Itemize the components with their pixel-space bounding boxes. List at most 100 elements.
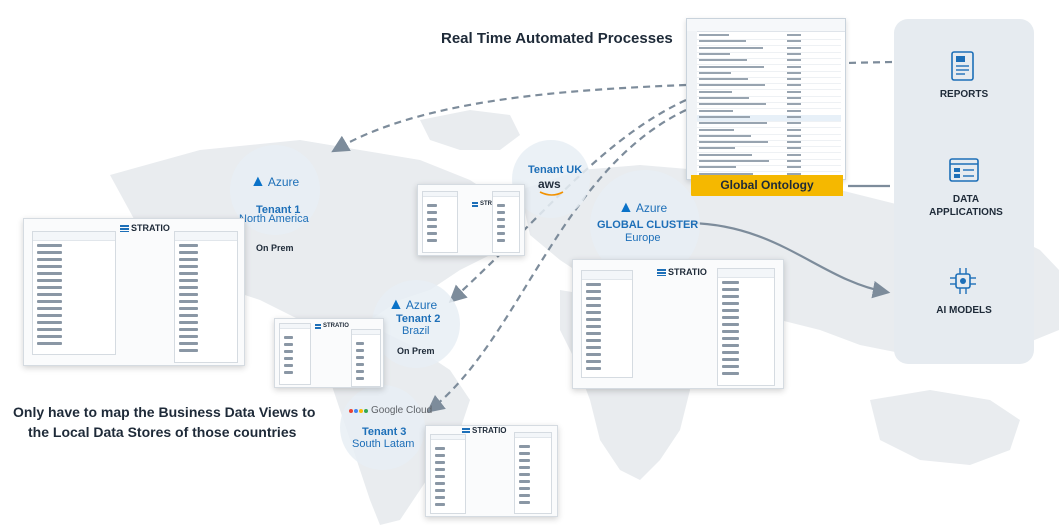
ontology-row-type-placeholder (787, 128, 801, 131)
ai-models-label: AI MODELS (936, 305, 992, 316)
ontology-row (697, 159, 841, 166)
tenant3-provider: Google Cloud (349, 405, 432, 416)
ontology-row-label-placeholder (699, 34, 729, 36)
ontology-row-type-placeholder (787, 97, 801, 99)
global-provider: ▲Azure (618, 199, 668, 216)
tenant3-title: Tenant 3 (362, 426, 407, 438)
ontology-row (697, 128, 841, 135)
mapping-cell (284, 364, 293, 367)
ontology-row-label-placeholder (699, 153, 752, 156)
ontology-row-type-placeholder (787, 166, 801, 169)
google-cloud-icon (349, 408, 368, 413)
ontology-row-type-placeholder (787, 40, 801, 43)
ontology-row (697, 71, 841, 78)
ontology-row (697, 90, 841, 97)
mapping-cell (722, 365, 739, 368)
ontology-row-label-placeholder (699, 59, 747, 62)
mapping-cell (435, 454, 446, 457)
ontology-row-type-placeholder (787, 134, 801, 137)
global-cluster-region: Europe (625, 232, 661, 244)
mapping-cell (586, 311, 601, 314)
mapping-cell (37, 244, 62, 247)
tenant-uk-title: Tenant UK (528, 164, 583, 176)
mapping-cell (427, 239, 438, 242)
mapping-screenshot-na: STRATIO (23, 218, 245, 366)
mapping-cell (179, 314, 198, 317)
mapping-cell (497, 232, 505, 235)
outputs-panel (894, 19, 1034, 364)
mapping-cell (586, 353, 601, 356)
mapping-cell (722, 337, 739, 340)
ontology-row (697, 153, 841, 160)
mapping-cell (519, 473, 530, 476)
ontology-row-label-placeholder (699, 128, 734, 131)
mapping-cell (586, 346, 601, 349)
ontology-row-type-placeholder (787, 122, 801, 125)
ontology-row-type-placeholder (787, 46, 801, 49)
mapping-cell (37, 314, 62, 317)
ontology-row-type-placeholder (787, 34, 801, 36)
aws-logo-icon: aws (538, 177, 561, 191)
mapping-cell (284, 336, 293, 339)
mapping-screenshot-eu: STRATIO (572, 259, 784, 389)
global-cluster-title: GLOBAL CLUSTER (597, 219, 699, 231)
mapping-cell (284, 343, 293, 346)
ontology-row-label-placeholder (699, 122, 767, 125)
ai-chip-icon (950, 268, 976, 294)
ontology-row-type-placeholder (787, 90, 801, 93)
mapping-cell (179, 251, 198, 254)
mapping-cell (37, 321, 62, 324)
tenant-uk-circle (512, 140, 590, 218)
mapping-cell (179, 293, 198, 296)
mapping-cell (37, 279, 62, 282)
ontology-row-type-placeholder (787, 52, 801, 55)
mapping-cell (179, 307, 198, 310)
mapping-cell (586, 318, 601, 321)
mapping-cell (722, 372, 739, 375)
mapping-cell (586, 332, 601, 335)
mapping-cell (722, 344, 739, 347)
mapping-cell (37, 272, 62, 275)
mapping-cell (179, 244, 198, 247)
ontology-row (697, 134, 841, 141)
mapping-cell (37, 342, 62, 345)
ontology-row-type-placeholder (787, 59, 801, 62)
ontology-row-type-placeholder (787, 147, 801, 150)
mapping-screenshot-uk: STRATIO (417, 184, 525, 256)
tenant1-circle (230, 145, 320, 235)
data-applications-icon (949, 158, 979, 182)
ontology-row-label-placeholder (699, 160, 769, 162)
azure-logo-icon: ▲ (618, 199, 634, 216)
mapping-cell (722, 316, 739, 319)
mapping-cell (497, 239, 505, 242)
report-icon (951, 51, 974, 81)
note-line-1: Only have to map the Business Data Views… (13, 404, 316, 420)
mapping-cell (37, 251, 62, 254)
mapping-cell (586, 367, 601, 370)
tenant2-circle (372, 280, 460, 368)
ontology-row-type-placeholder (787, 141, 801, 144)
ontology-row-label-placeholder (699, 103, 766, 106)
ontology-row-type-placeholder (787, 153, 801, 156)
mapping-cell (586, 339, 601, 342)
tenant1-region: North America (239, 213, 309, 225)
azure-logo-icon: ▲ (250, 173, 266, 190)
stratio-logo-icon (315, 323, 321, 329)
mapping-cell (586, 290, 601, 293)
mapping-cell (722, 323, 739, 326)
mapping-cell (519, 480, 530, 483)
ontology-row-label-placeholder (699, 71, 731, 74)
mapping-cell (435, 461, 446, 464)
mapping-cell (284, 350, 293, 353)
mapping-cell (356, 342, 365, 345)
mapping-cell (586, 283, 601, 286)
ontology-row-type-placeholder (787, 65, 801, 68)
mapping-cell (179, 349, 198, 352)
tenant3-circle (340, 385, 425, 470)
azure-logo-icon: ▲ (388, 296, 404, 313)
mapping-cell (179, 335, 198, 338)
ontology-row-label-placeholder (699, 40, 746, 43)
ontology-row-label-placeholder (699, 46, 763, 49)
ontology-row (697, 102, 841, 110)
mapping-cell (179, 321, 198, 324)
